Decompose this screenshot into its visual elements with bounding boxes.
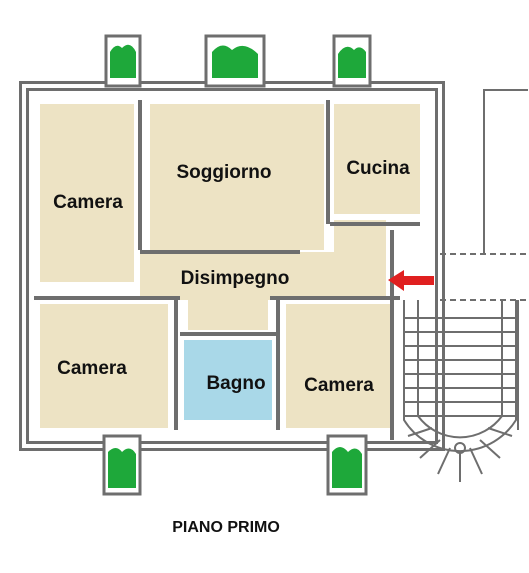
label-cucina: Cucina xyxy=(346,158,410,179)
balconies-bottom xyxy=(102,434,368,496)
room-cucina xyxy=(334,104,420,214)
adjacent-building xyxy=(440,89,528,430)
green-balcony-icon xyxy=(338,46,366,78)
red-arrow-left-icon xyxy=(388,270,434,291)
green-balcony-icon xyxy=(212,45,258,78)
label-soggiorno: Soggiorno xyxy=(177,162,272,183)
label-disimpegno: Disimpegno xyxy=(181,268,290,289)
room-disimpegno-neck xyxy=(188,290,268,330)
interior-walls xyxy=(34,100,420,440)
room-soggiorno xyxy=(150,104,324,250)
label-camera-top-left: Camera xyxy=(53,192,123,213)
room-disimpegno-entry xyxy=(334,220,386,300)
floor-caption: PIANO PRIMO xyxy=(172,519,280,536)
green-balcony-icon xyxy=(108,448,136,488)
label-bagno: Bagno xyxy=(206,373,265,394)
room-camera-bottom-right xyxy=(286,304,390,428)
room-camera-top-left xyxy=(40,104,134,282)
staircase xyxy=(403,300,518,482)
label-camera-bottom-left: Camera xyxy=(57,358,127,379)
balconies-top xyxy=(104,34,372,88)
room-bagno xyxy=(184,340,272,420)
green-balcony-icon xyxy=(110,44,136,78)
room-camera-bottom-left xyxy=(40,304,168,428)
green-balcony-icon xyxy=(332,447,362,488)
label-camera-bottom-right: Camera xyxy=(304,375,374,396)
